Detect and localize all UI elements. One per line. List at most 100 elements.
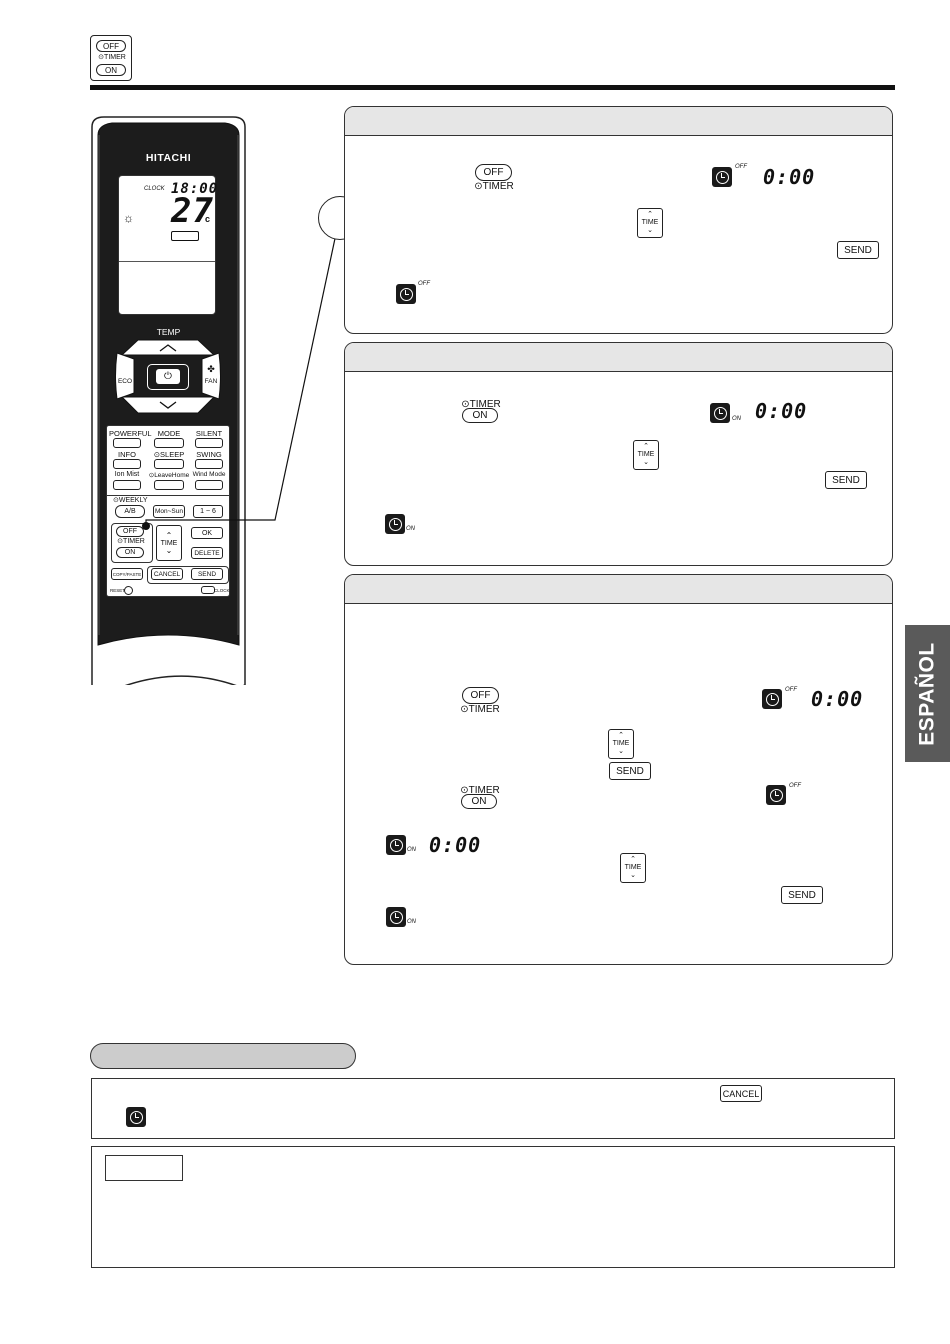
remote-lcd: CLOCK 18:00 ☼ 27 c <box>118 175 219 315</box>
copy-paste-button[interactable]: COPY/PASTE <box>111 568 143 580</box>
airflow-icon <box>171 231 199 241</box>
temp-down-button[interactable] <box>138 397 198 413</box>
reset-button[interactable] <box>124 586 133 595</box>
p1-time-label: TIME <box>641 219 659 226</box>
cancel-send-frame <box>147 566 229 584</box>
header-timer-label: ⊙TIMER <box>98 54 126 61</box>
ion-mist-button[interactable] <box>113 480 141 490</box>
info-button[interactable] <box>113 459 141 469</box>
p1-lcd-time: 0:00 <box>763 165 816 189</box>
remote-time-label: TIME <box>160 539 178 547</box>
sun-icon: ☼ <box>123 211 134 225</box>
p3-time-button-2[interactable]: ⌃TIME⌄ <box>620 853 646 883</box>
one-six-button[interactable]: 1 ~ 6 <box>193 505 223 518</box>
temp-up-button[interactable] <box>138 340 198 355</box>
sleep-button[interactable] <box>154 459 184 469</box>
wind-mode-label: Wind Mode <box>192 471 226 478</box>
p1-clock-icon-2 <box>396 284 416 304</box>
eco-button[interactable] <box>116 355 134 395</box>
p2-timer-label: ⊙TIMER <box>461 399 501 410</box>
p3-on-tag-2: ON <box>407 919 416 925</box>
remote-delete-button[interactable]: DELETE <box>191 547 223 559</box>
remote-send-button[interactable]: SEND <box>191 568 223 580</box>
lcd-clock-label: CLOCK <box>144 186 165 192</box>
mode-button[interactable] <box>154 438 184 448</box>
remote-button-panel: POWERFUL MODE SILENT INFO ⊙SLEEP SWING I… <box>106 425 230 597</box>
language-tab-label: ESPAÑOL <box>915 641 939 746</box>
panel-on-timer-header <box>345 343 892 372</box>
p2-lcd-time: 0:00 <box>755 399 808 423</box>
lcd-temp: 27 <box>171 191 214 231</box>
fan-button[interactable] <box>202 355 220 395</box>
fan-icon: ✤ <box>207 364 215 374</box>
silent-button[interactable] <box>195 438 223 448</box>
dpad: ⏻ ECO ✤ FAN <box>114 337 222 415</box>
panel-combined-timer: OFF ⊙TIMER OFF 0:00 ⌃TIME⌄ SEND ⊙TIMER O… <box>344 574 893 965</box>
panel-combined-header <box>345 575 892 604</box>
leave-home-label: ⊙LeaveHome <box>148 472 190 479</box>
ab-button[interactable]: A/B <box>115 505 145 518</box>
remote-control: HITACHI CLOCK 18:00 ☼ 27 c TEMP ⏻ ECO ✤ … <box>90 115 247 685</box>
powerful-label: POWERFUL <box>109 429 152 438</box>
remote-on-button[interactable]: ON <box>116 547 144 558</box>
info-label: INFO <box>118 450 136 459</box>
p3-send-button[interactable]: SEND <box>609 762 651 780</box>
timer-group-frame <box>111 523 153 563</box>
swing-label: SWING <box>196 450 222 459</box>
mode-label: MODE <box>157 429 181 438</box>
p3-clock-icon-2 <box>766 785 786 805</box>
p1-send-button[interactable]: SEND <box>837 241 879 259</box>
p3-clock-icon-3 <box>386 835 406 855</box>
swing-button[interactable] <box>195 459 223 469</box>
p3-time-label: TIME <box>612 740 630 747</box>
p3-send-button-2[interactable]: SEND <box>781 886 823 904</box>
cancel-section-box: CANCEL <box>91 1078 895 1139</box>
power-button[interactable]: ⏻ <box>147 364 189 390</box>
mon-sun-button[interactable]: Mon~Sun <box>153 505 185 518</box>
p2-time-button[interactable]: ⌃TIME⌄ <box>633 440 659 470</box>
p3-time-button[interactable]: ⌃TIME⌄ <box>608 729 634 759</box>
p3-off-button[interactable]: OFF <box>462 687 499 704</box>
p2-send-button[interactable]: SEND <box>825 471 867 489</box>
panel-off-timer: OFF ⊙TIMER OFF 0:00 ⌃TIME⌄ SEND OFF <box>344 106 893 334</box>
clock-button[interactable] <box>201 586 215 594</box>
remote-time-button[interactable]: ⌃ TIME ⌄ <box>156 525 182 561</box>
lcd-temp-unit: c <box>205 214 211 224</box>
p1-off-button[interactable]: OFF <box>475 164 512 181</box>
p1-clock-icon <box>712 167 732 187</box>
reset-label: RESET <box>110 588 126 593</box>
p1-off-tag-2: OFF <box>418 281 430 287</box>
p2-clock-icon-2 <box>385 514 405 534</box>
note-box <box>91 1146 895 1268</box>
p3-timer-label: ⊙TIMER <box>460 704 500 715</box>
p1-time-button[interactable]: ⌃TIME⌄ <box>637 208 663 238</box>
timer-header-icon: OFF ⊙TIMER ON <box>90 35 132 81</box>
sleep-label: ⊙SLEEP <box>153 450 185 459</box>
p2-on-button[interactable]: ON <box>462 408 498 423</box>
p3-time-label-2: TIME <box>624 864 642 871</box>
header-on-pill: ON <box>96 64 126 76</box>
panel-off-timer-header <box>345 107 892 136</box>
cancel-button[interactable]: CANCEL <box>720 1085 762 1102</box>
lcd-clock-time: 18:00 <box>171 181 219 197</box>
p1-timer-label: ⊙TIMER <box>474 181 514 192</box>
silent-label: SILENT <box>195 429 223 438</box>
p3-clock-icon-4 <box>386 907 406 927</box>
leave-home-button[interactable] <box>154 480 184 490</box>
remote-ok-button[interactable]: OK <box>191 527 223 539</box>
eco-label: ECO <box>117 378 133 385</box>
remote-cancel-button[interactable]: CANCEL <box>151 568 183 580</box>
powerful-button[interactable] <box>113 438 141 448</box>
header-off-pill: OFF <box>96 40 126 52</box>
wind-mode-button[interactable] <box>195 480 223 490</box>
weekly-label: ⊙WEEKLY <box>113 497 148 504</box>
p3-on-button[interactable]: ON <box>461 794 497 809</box>
p3-off-tag: OFF <box>785 687 797 693</box>
clock-label: CLOCK <box>214 588 230 593</box>
p3-clock-icon <box>762 689 782 709</box>
p2-on-tag: ON <box>732 416 741 422</box>
p2-clock-icon <box>710 403 730 423</box>
cancel-section-pill <box>90 1043 356 1069</box>
remote-off-button[interactable]: OFF <box>116 526 144 537</box>
p3-on-tag: ON <box>407 847 416 853</box>
